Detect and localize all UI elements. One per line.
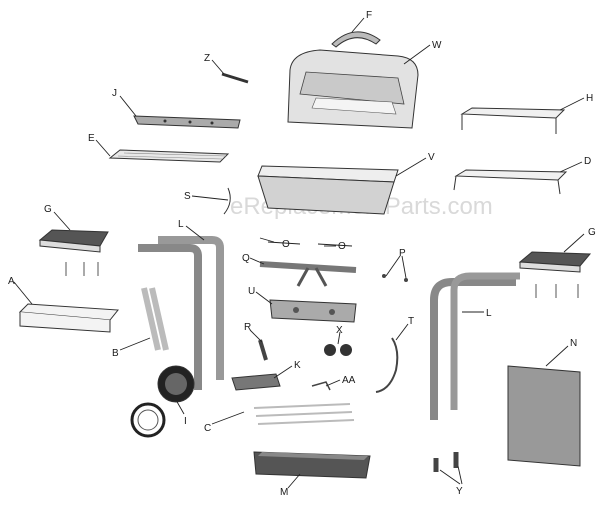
part-burner bbox=[259, 261, 357, 287]
part-side-shelf-left bbox=[38, 229, 109, 276]
part-regulator-hose bbox=[375, 337, 399, 393]
label-n: N bbox=[570, 338, 577, 349]
part-tubes bbox=[267, 241, 353, 247]
label-w: W bbox=[432, 40, 442, 51]
label-aa: AA bbox=[342, 375, 356, 386]
part-small-cylinders bbox=[433, 452, 459, 472]
part-heat-shield bbox=[133, 115, 241, 129]
label-x: X bbox=[336, 325, 343, 336]
label-q: Q bbox=[242, 253, 250, 264]
part-cart-legs-right bbox=[430, 272, 520, 420]
label-r: R bbox=[244, 322, 251, 333]
label-g-left: G bbox=[44, 204, 52, 215]
label-m: M bbox=[280, 487, 288, 498]
label-f: F bbox=[366, 10, 372, 21]
label-k: K bbox=[294, 360, 301, 371]
part-thermometer bbox=[130, 365, 195, 438]
part-lid-handle bbox=[331, 31, 381, 48]
part-cart-door bbox=[507, 365, 581, 467]
part-rod bbox=[221, 72, 249, 84]
label-c: C bbox=[204, 423, 211, 434]
part-bottom-rods bbox=[253, 403, 355, 425]
part-side-brackets bbox=[141, 287, 169, 351]
label-o-left: O bbox=[282, 239, 290, 250]
part-secondary-rack bbox=[453, 169, 568, 195]
part-side-shelf-right bbox=[518, 251, 592, 298]
part-igniter bbox=[258, 339, 268, 361]
part-cooking-grate bbox=[108, 149, 230, 163]
label-l-left: L bbox=[178, 219, 184, 230]
part-grill-lid bbox=[287, 49, 419, 129]
label-h: H bbox=[586, 93, 593, 104]
part-grease-tray bbox=[231, 373, 281, 391]
part-firebox bbox=[257, 165, 399, 215]
label-p: P bbox=[399, 248, 406, 259]
label-g-right: G bbox=[588, 227, 596, 238]
label-v: V bbox=[428, 152, 435, 163]
part-clip bbox=[223, 187, 231, 215]
part-labels: F W Z J H E V D S G L G O O Q P A U L B … bbox=[8, 10, 596, 498]
label-j: J bbox=[112, 88, 117, 99]
leader-lines bbox=[13, 17, 585, 489]
part-control-panel bbox=[269, 299, 357, 323]
part-cart-legs-left bbox=[138, 236, 224, 390]
part-control-knobs bbox=[324, 344, 352, 356]
label-d: D bbox=[584, 156, 591, 167]
label-a: A bbox=[8, 276, 15, 287]
label-z: Z bbox=[204, 53, 210, 64]
label-s: S bbox=[184, 191, 191, 202]
label-i: I bbox=[184, 416, 187, 427]
label-o-right: O bbox=[338, 241, 346, 252]
part-bottom-shelf bbox=[18, 303, 119, 333]
part-base-tray bbox=[253, 451, 371, 479]
label-y: Y bbox=[456, 486, 463, 497]
label-l-right: L bbox=[486, 308, 492, 319]
label-t: T bbox=[408, 316, 414, 327]
part-warming-rack bbox=[460, 107, 566, 134]
label-e: E bbox=[88, 133, 95, 144]
part-bolts bbox=[382, 274, 408, 282]
label-u: U bbox=[248, 286, 255, 297]
part-small-bracket bbox=[311, 381, 331, 391]
label-b: B bbox=[112, 348, 119, 359]
